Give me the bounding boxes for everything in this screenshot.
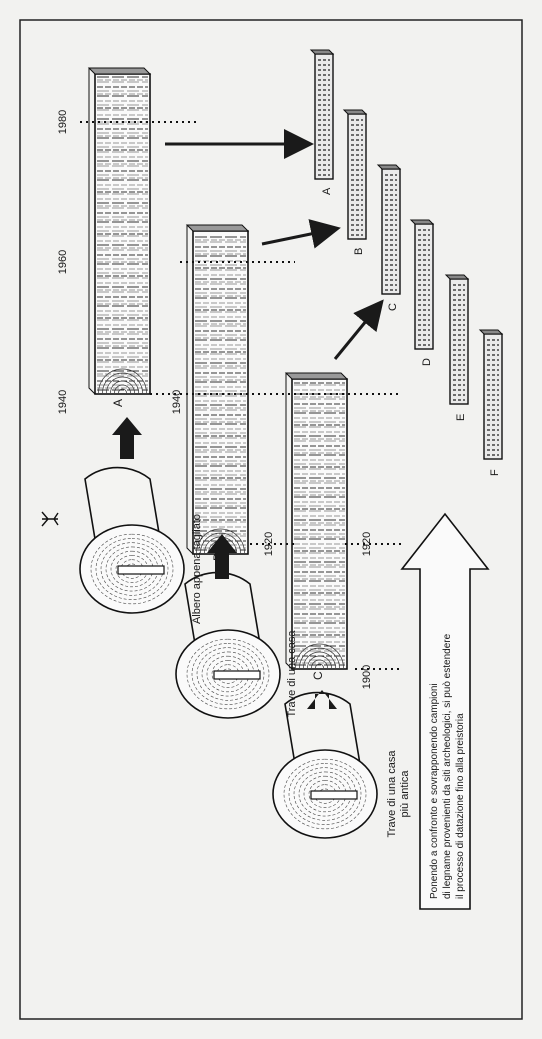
year-label-1940-a: 1940 [57, 390, 69, 414]
year-label-1920-b: 1920 [361, 532, 373, 556]
caption-log-b: Trave di una casa [286, 630, 298, 718]
note-line-2: di legname provenienti da siti archeolog… [442, 633, 453, 899]
sample-label-f: F [489, 469, 501, 476]
note-line-3: il processo di datazione fino alla preis… [455, 713, 466, 899]
core-c [286, 373, 347, 669]
year-label-1960: 1960 [57, 250, 69, 274]
note-line-1: Ponendo a confronto e sovrapponendo camp… [429, 683, 440, 899]
year-label-1900: 1900 [361, 665, 373, 689]
core-a [89, 68, 150, 394]
year-label-1920-a: 1920 [263, 532, 275, 556]
caption-log-a: Albero appena tagliato [191, 514, 203, 624]
sample-label-e: E [455, 414, 467, 421]
core-c-letter: C [311, 671, 325, 680]
note-box: Ponendo a confronto e sovrapponendo camp… [402, 514, 488, 909]
branch-sprig [42, 512, 58, 526]
sample-label-b: B [353, 248, 365, 255]
caption-log-c: Trave di una casapiù antica [386, 750, 411, 838]
sample-label-d: D [421, 358, 433, 366]
sample-label-c: C [387, 303, 399, 311]
arrow-log-a [112, 417, 142, 459]
year-label-1980: 1980 [57, 110, 69, 134]
core-b [187, 225, 248, 554]
sample-label-a: A [321, 187, 333, 195]
log-a [42, 468, 184, 613]
arrow-to-sample-b [262, 229, 335, 244]
arrow-to-sample-c [335, 304, 380, 359]
year-label-1940-b: 1940 [171, 390, 183, 414]
rotated-content: 1980 1960 1940 1940 1920 1920 1900 A B C [42, 50, 502, 909]
core-a-letter: A [111, 399, 125, 407]
